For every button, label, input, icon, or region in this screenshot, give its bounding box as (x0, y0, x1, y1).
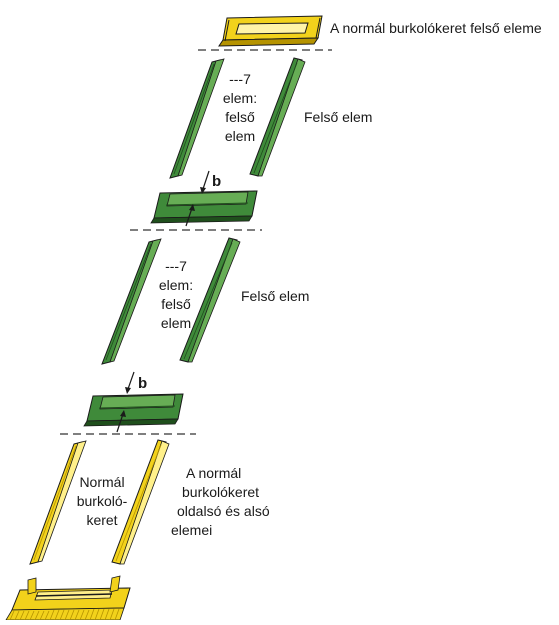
normal-label-line2: burkoló- (76, 493, 128, 509)
step2-side-label: Felső elem (241, 288, 310, 304)
green-bottom-piece-1 (150, 190, 258, 224)
top-frame-label: A normál burkolókeret felső eleme (330, 20, 542, 36)
normal-side-label-line3: oldalsó és alsó (177, 503, 270, 519)
step1-side-label: Felső elem (304, 109, 373, 125)
green-bottom-piece-2 (83, 393, 184, 427)
yellow-bottom-piece (5, 575, 131, 621)
normal-side-label-line1: A normál (186, 465, 242, 481)
b-label-2: b (138, 375, 148, 392)
step2-label-line3: felső (161, 296, 191, 312)
b-label-1: b (212, 173, 222, 190)
green-rail-left-1 (169, 58, 225, 179)
arrow-down-1 (200, 170, 210, 194)
yellow-rail-right (111, 439, 170, 565)
normal-side-label-line4: elemei (171, 522, 213, 538)
step2-label-line4: elem (160, 315, 192, 331)
green-rail-left-2 (101, 238, 162, 365)
green-rail-right-2 (179, 237, 241, 363)
step1-label-line4: elem (224, 128, 256, 144)
green-rail-right-1 (249, 57, 306, 177)
step2-label-line1: ---7 (165, 258, 187, 274)
arrow-up-1 (185, 204, 195, 227)
step2-label-line2: elem: (158, 277, 194, 293)
normal-label-line1: Normál (79, 474, 125, 490)
arrow-up-2 (116, 410, 126, 433)
top-frame-piece (218, 15, 323, 47)
step1-label-line3: felső (225, 109, 255, 125)
step1-label-line1: ---7 (229, 71, 251, 87)
step1-label-line2: elem: (222, 90, 258, 106)
arrow-down-2 (125, 371, 135, 394)
normal-side-label-line2: burkolókeret (182, 484, 260, 500)
yellow-rail-left (29, 440, 87, 565)
normal-label-line3: keret (86, 512, 118, 528)
